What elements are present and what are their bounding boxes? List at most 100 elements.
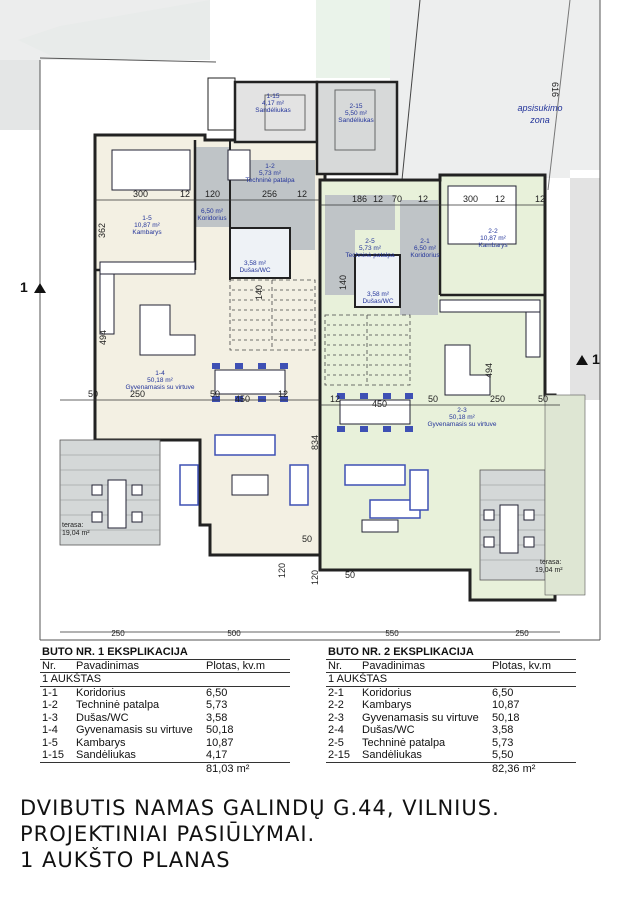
terrace-left-label: terasa: bbox=[62, 522, 83, 529]
room-1-15-name: Sandėliukas bbox=[255, 107, 291, 114]
room-1-1-area: 6,50 m² bbox=[201, 208, 224, 215]
svg-text:300: 300 bbox=[133, 189, 148, 199]
room-2-15-code: 2-15 bbox=[349, 103, 362, 110]
svg-text:12: 12 bbox=[330, 394, 340, 404]
room-1-3-name: Dušas/WC bbox=[239, 267, 270, 274]
room-2-3-code: 2-3 bbox=[457, 407, 467, 414]
section-marker-left: 1 bbox=[20, 279, 28, 295]
svg-text:140: 140 bbox=[254, 285, 264, 300]
section-marker-right: 1 bbox=[592, 351, 600, 367]
room-1-3-area: 3,58 m² bbox=[244, 260, 267, 267]
svg-text:256: 256 bbox=[262, 189, 277, 199]
svg-text:50: 50 bbox=[428, 394, 438, 404]
explication-2-title: BUTO NR. 2 EKSPLIKACIJA bbox=[326, 646, 576, 660]
svg-text:494: 494 bbox=[484, 363, 494, 378]
svg-text:616: 616 bbox=[550, 82, 560, 97]
svg-text:12: 12 bbox=[418, 194, 428, 204]
svg-text:494: 494 bbox=[98, 330, 108, 345]
svg-text:12: 12 bbox=[535, 194, 545, 204]
room-1-5-name: Kambarys bbox=[132, 229, 162, 236]
room-2-2-area: 10,87 m² bbox=[480, 235, 506, 242]
svg-text:450: 450 bbox=[235, 394, 250, 404]
svg-text:120: 120 bbox=[205, 189, 220, 199]
room-2-3-name: Gyvenamasis su virtuve bbox=[428, 421, 497, 428]
room-1-4-area: 50,18 m² bbox=[147, 377, 173, 384]
turning-zone-label-1: apsisukimo bbox=[517, 103, 562, 113]
svg-text:50: 50 bbox=[538, 394, 548, 404]
svg-text:362: 362 bbox=[97, 223, 107, 238]
terrace-left-area: 19,04 m² bbox=[62, 530, 90, 537]
svg-text:300: 300 bbox=[463, 194, 478, 204]
room-1-15-area: 4,17 m² bbox=[262, 100, 285, 107]
explication-table-1: BUTO NR. 1 EKSPLIKACIJA Nr. Pavadinimas … bbox=[40, 646, 290, 775]
svg-text:50: 50 bbox=[88, 389, 98, 399]
room-1-2-code: 1-2 bbox=[265, 163, 275, 170]
room-1-15-code: 1-15 bbox=[266, 93, 279, 100]
room-1-1-name: Koridorius bbox=[197, 215, 227, 222]
svg-text:50: 50 bbox=[210, 389, 220, 399]
explication-1-header: Nr. Pavadinimas Plotas, kv.m bbox=[40, 660, 290, 673]
room-2-5-area: 5,73 m² bbox=[359, 245, 382, 252]
explication-table-2: BUTO NR. 2 EKSPLIKACIJA Nr. Pavadinimas … bbox=[326, 646, 576, 775]
room-1-5-code: 1-5 bbox=[142, 215, 152, 222]
explication-2-floor: 1 AUKŠTAS bbox=[326, 673, 576, 687]
room-2-5-code: 2-5 bbox=[365, 238, 375, 245]
dim-bottom-left-2: 500 bbox=[227, 629, 241, 638]
svg-text:250: 250 bbox=[490, 394, 505, 404]
turning-zone-label-2: zona bbox=[529, 115, 550, 125]
svg-text:450: 450 bbox=[372, 399, 387, 409]
room-2-1-code: 2-1 bbox=[420, 238, 430, 245]
room-1-2-name: Techninė patalpa bbox=[245, 177, 295, 184]
explication-2-header: Nr. Pavadinimas Plotas, kv.m bbox=[326, 660, 576, 673]
svg-text:186: 186 bbox=[352, 194, 367, 204]
dim-bottom-right-1: 550 bbox=[385, 629, 399, 638]
room-1-4-name: Gyvenamasis su virtuve bbox=[126, 384, 195, 391]
room-2-2-code: 2-2 bbox=[488, 228, 498, 235]
terrace-right-area: 19,04 m² bbox=[535, 567, 563, 574]
page-title-line-2: PROJEKTINIAI PASIŪLYMAI. bbox=[20, 822, 316, 846]
room-2-3-area: 50,18 m² bbox=[449, 414, 475, 421]
svg-text:70: 70 bbox=[392, 194, 402, 204]
room-2-1-area: 6,50 m² bbox=[414, 245, 437, 252]
floor-plan-drawing: 300 12 120 256 12 362 186 12 70 12 300 12 12 50 250 5… bbox=[0, 0, 601, 641]
explication-2-total: 82,36 m² bbox=[326, 761, 576, 776]
svg-text:12: 12 bbox=[495, 194, 505, 204]
dim-bottom-left-1: 250 bbox=[111, 629, 125, 638]
svg-text:140: 140 bbox=[338, 275, 348, 290]
svg-text:12: 12 bbox=[180, 189, 190, 199]
svg-text:120: 120 bbox=[277, 563, 287, 578]
room-2-2-name: Kambarys bbox=[478, 242, 508, 249]
room-2-1-name: Koridorius bbox=[410, 252, 440, 259]
terrace-right-label: terasa: bbox=[540, 559, 561, 566]
room-2-5-name: Techninė patalpa bbox=[345, 252, 395, 259]
explication-1-floor: 1 AUKŠTAS bbox=[40, 673, 290, 687]
svg-text:50: 50 bbox=[345, 570, 355, 580]
svg-text:50: 50 bbox=[302, 534, 312, 544]
explication-1-title: BUTO NR. 1 EKSPLIKACIJA bbox=[40, 646, 290, 660]
room-1-2-area: 5,73 m² bbox=[259, 170, 282, 177]
room-1-4-code: 1-4 bbox=[155, 370, 165, 377]
room-2-4-name: Dušas/WC bbox=[362, 298, 393, 305]
page-title-line-3: 1 AUKŠTO PLANAS bbox=[20, 848, 231, 872]
svg-text:12: 12 bbox=[373, 194, 383, 204]
svg-text:834: 834 bbox=[310, 435, 320, 450]
room-2-15-name: Sandėliukas bbox=[338, 117, 374, 124]
explication-1-total: 81,03 m² bbox=[40, 761, 290, 776]
page-title-line-1: DVIBUTIS NAMAS GALINDŲ G.44, VILNIUS. bbox=[20, 796, 500, 820]
svg-text:12: 12 bbox=[297, 189, 307, 199]
room-2-15-area: 5,50 m² bbox=[345, 110, 368, 117]
svg-text:12: 12 bbox=[278, 389, 288, 399]
room-2-4-area: 3,58 m² bbox=[367, 291, 390, 298]
